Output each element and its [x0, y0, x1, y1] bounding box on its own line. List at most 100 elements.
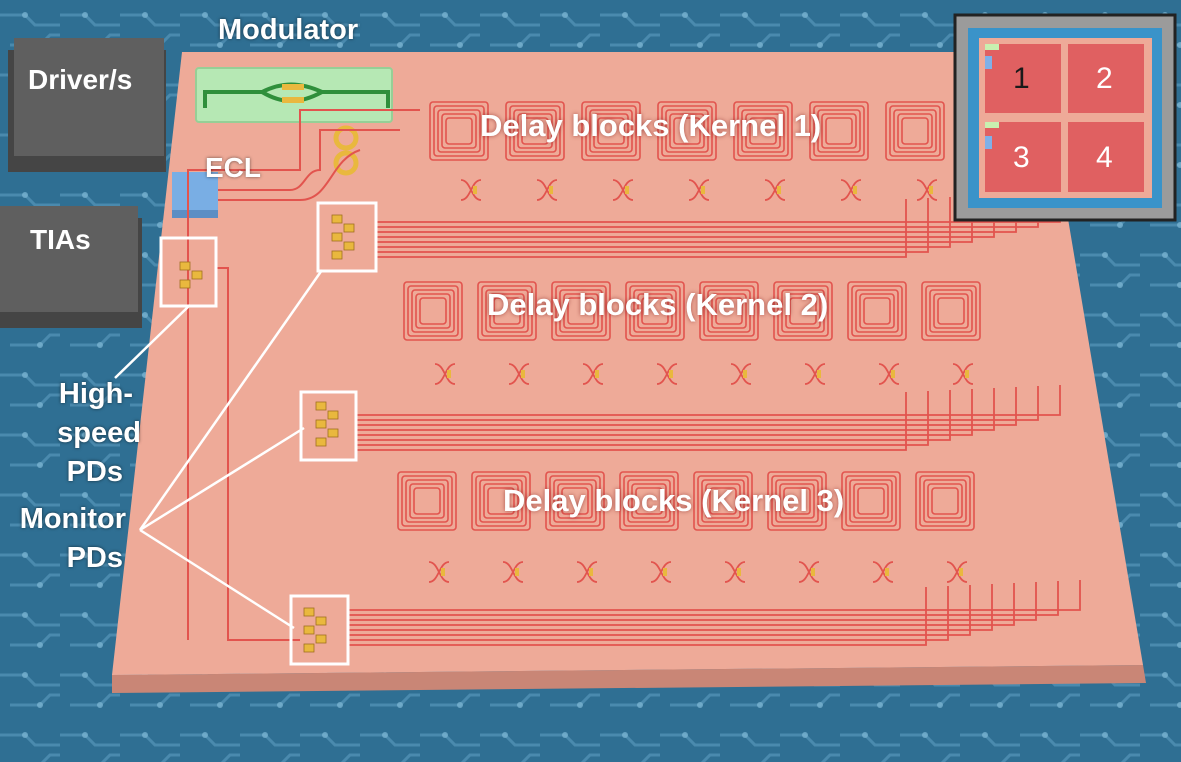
spiral-loop: [405, 479, 449, 523]
spiral-loop: [853, 483, 889, 519]
spiral-loop: [767, 471, 827, 531]
bus-waveguide: [376, 198, 929, 253]
spiral-loop: [549, 475, 601, 527]
delay-spiral: [921, 281, 981, 385]
coupler: [878, 363, 900, 385]
spiral-loop: [661, 105, 713, 157]
spiral-loop: [921, 281, 981, 341]
spiral-loop: [563, 293, 599, 329]
delay-spiral: [471, 471, 531, 583]
photodiode: [327, 410, 339, 420]
spiral-loop: [715, 297, 743, 325]
ring-resonator-1: [333, 125, 359, 151]
coupler: [946, 561, 968, 583]
kernel-2-label: Delay blocks (Kernel 2): [487, 287, 829, 322]
spiral-loop: [481, 285, 533, 337]
delay-blocks-kernel-1: [429, 101, 945, 201]
spiral-loop: [597, 117, 625, 145]
delay-blocks-kernel-2: [403, 281, 981, 385]
ecl-label: ECL: [205, 152, 261, 183]
spiral-loop: [403, 281, 463, 341]
tias-label: TIAs: [30, 224, 91, 255]
bus-waveguide: [356, 388, 995, 431]
spiral-loop: [407, 285, 459, 337]
photodiode: [331, 214, 343, 224]
inset-marker-blue-1: [985, 56, 992, 69]
inset-quadrant-2: [1068, 44, 1144, 113]
phase-shifter: [885, 568, 889, 576]
spiral-loop: [893, 109, 937, 153]
photodiode: [327, 428, 339, 438]
spiral-loop: [631, 483, 667, 519]
spiral-loop: [897, 113, 933, 149]
phase-shifter: [441, 568, 445, 576]
phase-shifter: [473, 186, 477, 194]
delay-spiral: [551, 281, 611, 385]
photodiode: [315, 419, 327, 429]
spiral-loop: [845, 475, 897, 527]
spiral-loop: [701, 479, 745, 523]
coupler: [730, 363, 752, 385]
spiral-loop: [859, 293, 895, 329]
phase-shifter: [777, 186, 781, 194]
spiral-loop: [629, 285, 681, 337]
spiral-loop: [475, 475, 527, 527]
bus-waveguide: [348, 580, 1081, 611]
phase-shifter: [817, 370, 821, 378]
spiral-loop: [699, 281, 759, 341]
photodiode: [331, 232, 343, 242]
delay-spiral: [477, 281, 537, 385]
coupler: [434, 363, 456, 385]
photodiode: [315, 401, 327, 411]
leader-monitor-pds-1: [138, 269, 324, 531]
phase-shifter: [589, 568, 593, 576]
spiral-loop: [779, 483, 815, 519]
feed-waveguide: [187, 109, 420, 640]
spiral-loop: [825, 117, 853, 145]
bus-waveguide: [356, 389, 973, 436]
spiral-loop: [927, 483, 963, 519]
photodiode: [303, 625, 315, 635]
spiral-loop: [505, 101, 565, 161]
bus-waveguide: [348, 587, 927, 646]
monitor-pd-array-3: [303, 607, 327, 653]
drivers-label: Driver/s: [28, 64, 133, 95]
spiral-loop: [849, 479, 893, 523]
bus-waveguide: [376, 197, 951, 248]
phase-shifter: [515, 568, 519, 576]
spiral-loop: [627, 479, 671, 523]
highlight-box-monitor-pds-1: [316, 201, 378, 273]
high-speed-pds-label-line-3: PDs: [66, 456, 123, 488]
spiral-loop: [923, 479, 967, 523]
inset-number-1: 1: [1013, 62, 1030, 95]
spiral-loop: [433, 105, 485, 157]
monitor-pds-label-line-1: Monitor: [19, 503, 126, 535]
coupler: [576, 561, 598, 583]
delay-spiral: [915, 471, 975, 583]
tia-box: [0, 206, 138, 312]
spiral-loop: [711, 293, 747, 329]
photodiode: [303, 607, 315, 617]
coupler: [650, 561, 672, 583]
spiral-loop: [415, 293, 451, 329]
spiral-loop: [781, 289, 825, 333]
phase-shifter: [959, 568, 963, 576]
spiral-loop: [925, 285, 977, 337]
coupler: [536, 179, 558, 201]
coupler: [872, 561, 894, 583]
spiral-loop: [929, 289, 973, 333]
coupler: [688, 179, 710, 201]
inset-marker-green-3: [985, 122, 999, 128]
spiral-loop: [429, 101, 489, 161]
spiral-loop: [551, 281, 611, 341]
delay-blocks-kernel-3: [397, 471, 975, 583]
delay-spiral: [657, 101, 717, 201]
spiral-loop: [445, 117, 473, 145]
delay-spiral: [403, 281, 463, 385]
coupler: [582, 363, 604, 385]
spiral-loop: [641, 297, 669, 325]
spiral-loop: [841, 471, 901, 531]
high-speed-pds-label-line-1: High-: [58, 378, 133, 410]
phase-shifter: [853, 186, 857, 194]
